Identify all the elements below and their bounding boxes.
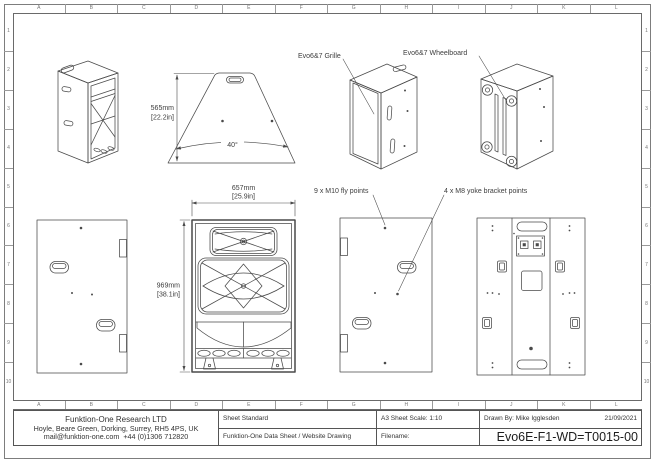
leader-lines — [342, 55, 508, 292]
grid-ref: I — [433, 401, 486, 409]
grid-ref: 6 — [642, 208, 651, 247]
drawing-frame — [13, 13, 642, 401]
grille-annotation: Evo6&7 Grille — [298, 53, 341, 60]
grid-ref: B — [66, 401, 118, 409]
view-top-trapezoid — [167, 72, 296, 164]
depth-dimension-mm: 565mm — [151, 105, 175, 112]
grid-ref: 8 — [642, 285, 651, 325]
height-dimension-in: [38.1in] — [157, 292, 180, 299]
sheet-standard-label: Sheet Standard — [218, 411, 376, 428]
depth-dimension-in: [22.2in] — [151, 115, 174, 122]
grid-ref: 1 — [4, 13, 13, 52]
view-side-panel-left — [36, 219, 128, 374]
dimension-depth — [173, 73, 215, 162]
grid-band-right: 1 2 3 4 5 6 7 8 9 10 — [642, 13, 651, 401]
grid-ref: 6 — [4, 208, 13, 247]
grid-ref: A — [13, 4, 66, 13]
grid-ref: G — [328, 401, 381, 409]
filename-label: Filename: — [376, 428, 479, 445]
grid-ref: H — [381, 4, 433, 13]
grid-ref: H — [381, 401, 433, 409]
drawn-by: Drawn By: Mike Igglesden — [484, 415, 560, 423]
grid-band-left: 1 2 3 4 5 6 7 8 9 10 — [4, 13, 13, 401]
grid-band-bottom: A B C D E F G H I J K L — [13, 401, 642, 410]
fly-points-annotation: 9 x M10 fly points — [314, 188, 369, 195]
grid-ref: 10 — [5, 378, 12, 385]
grid-ref: 3 — [4, 91, 13, 130]
width-dimension-in: [25.9in] — [232, 194, 255, 201]
grid-ref: 1 — [642, 13, 651, 52]
company-info: Funktion-One Research LTD Hoyle, Beare G… — [14, 411, 218, 445]
company-address: Hoyle, Beare Green, Dorking, Surrey, RH5… — [33, 423, 199, 433]
height-dimension-mm: 969mm — [157, 283, 181, 290]
grid-ref: L — [614, 401, 618, 408]
grid-ref: A — [13, 401, 66, 409]
grid-ref: 10 — [643, 378, 650, 385]
company-contact: mail@funktion-one.com +44 (0)1306 712820 — [43, 432, 189, 441]
yoke-points-annotation: 4 x M8 yoke bracket points — [444, 188, 528, 195]
grid-ref: 4 — [4, 130, 13, 169]
drawing-date: 21/09/2021 — [604, 415, 637, 423]
view-side-panel-right — [339, 217, 433, 373]
grid-ref: K — [538, 4, 591, 13]
grid-ref: F — [276, 4, 328, 13]
grid-ref: 9 — [642, 324, 651, 364]
grid-band-top: A B C D E F G H I J K L — [13, 4, 642, 13]
grid-ref: 2 — [642, 52, 651, 91]
grid-ref: D — [171, 4, 223, 13]
caster-wheels — [481, 84, 518, 168]
grid-ref: C — [118, 401, 171, 409]
grid-ref: I — [433, 4, 486, 13]
company-name: Funktion-One Research LTD — [65, 414, 167, 424]
dimension-width — [191, 199, 296, 217]
grid-ref: E — [223, 4, 276, 13]
angle-dimension-label: 40° — [227, 141, 238, 149]
grid-ref: 5 — [4, 169, 13, 208]
title-block: Funktion-One Research LTD Hoyle, Beare G… — [13, 410, 642, 446]
grid-ref: 7 — [642, 246, 651, 286]
angle-label-mask — [221, 139, 244, 149]
dimension-height — [179, 219, 191, 373]
drawing-number: Evo6E-F1-WD=T0015-00 — [479, 428, 641, 445]
grid-ref: B — [66, 4, 118, 13]
view-iso-open-cabinet — [57, 60, 119, 164]
drawn-by-cell: Drawn By: Mike Igglesden 21/09/2021 — [479, 411, 641, 428]
grid-ref: K — [538, 401, 591, 409]
grid-ref: 9 — [4, 324, 13, 364]
grid-ref: E — [223, 401, 276, 409]
width-dimension-mm: 657mm — [232, 185, 256, 192]
grid-ref: 2 — [4, 52, 13, 91]
grid-ref: J — [486, 401, 538, 409]
view-front — [191, 219, 296, 373]
wheelboard-annotation: Evo6&7 Wheelboard — [403, 50, 467, 57]
view-iso-wheelboard — [480, 63, 554, 170]
grid-ref: G — [328, 4, 381, 13]
grid-ref: D — [171, 401, 223, 409]
grid-ref: J — [486, 4, 538, 13]
grid-ref: F — [276, 401, 328, 409]
grid-ref: 8 — [4, 285, 13, 325]
grid-ref: 3 — [642, 91, 651, 130]
view-iso-grille — [349, 63, 418, 170]
grid-ref: L — [614, 5, 618, 11]
view-rear — [476, 217, 586, 376]
sheet-type: Funktion-One Data Sheet / Website Drawin… — [218, 428, 376, 445]
grid-ref: 4 — [642, 130, 651, 169]
grid-ref: 7 — [4, 246, 13, 286]
grid-ref: 5 — [642, 169, 651, 208]
grid-ref: C — [118, 4, 171, 13]
sheet-scale: A3 Sheet Scale: 1:10 — [376, 411, 479, 428]
